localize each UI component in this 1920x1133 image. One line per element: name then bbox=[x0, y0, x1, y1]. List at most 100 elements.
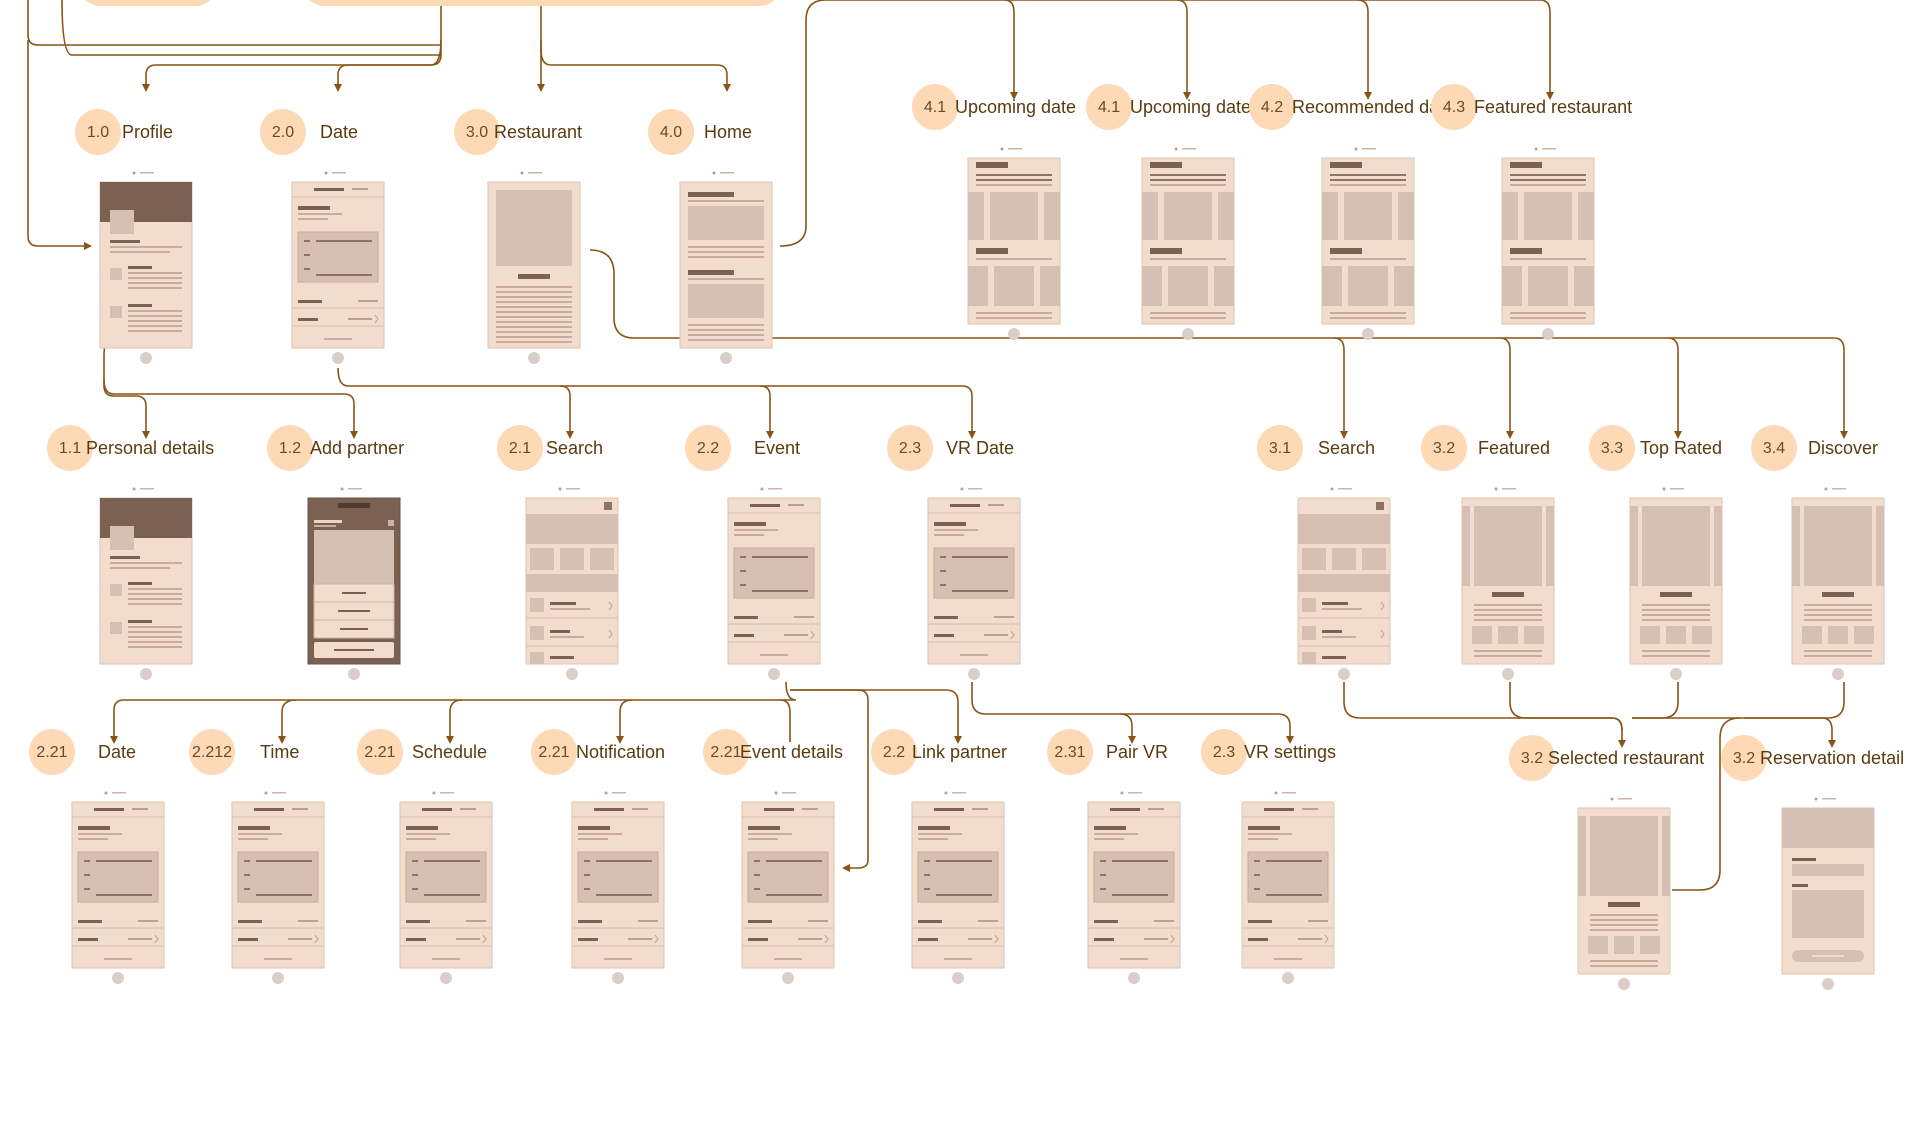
wireframe-screen[interactable] bbox=[927, 497, 1021, 665]
home-button-icon bbox=[1008, 328, 1020, 340]
screen-statusbar-line bbox=[1542, 148, 1556, 150]
node-number: 1.0 bbox=[87, 124, 109, 141]
screen-statusbar-line bbox=[720, 172, 734, 174]
screen-statusbar-line bbox=[1008, 148, 1022, 150]
screen-statusbar bbox=[104, 791, 108, 795]
screen-statusbar bbox=[1000, 147, 1004, 151]
wireframe-screen[interactable] bbox=[1577, 807, 1671, 975]
node-number: 2.31 bbox=[1054, 744, 1085, 761]
home-button-icon bbox=[566, 668, 578, 680]
wireframe-screen[interactable] bbox=[1791, 497, 1885, 665]
node-badge bbox=[29, 729, 75, 775]
node-label: VR Date bbox=[946, 438, 1014, 458]
wireframe-screen[interactable] bbox=[399, 801, 493, 969]
node-number: 2.3 bbox=[899, 440, 921, 457]
screen-statusbar-line bbox=[112, 792, 126, 794]
home-button-icon bbox=[968, 668, 980, 680]
wireframe-screen[interactable] bbox=[525, 497, 619, 665]
node-badge bbox=[454, 109, 500, 155]
wireframe-screen[interactable] bbox=[99, 497, 193, 665]
node-label: Date bbox=[320, 122, 358, 142]
wireframe-screen[interactable] bbox=[307, 497, 401, 665]
home-button-icon bbox=[440, 972, 452, 984]
screen-statusbar-line bbox=[1182, 148, 1196, 150]
wireframe-screen[interactable] bbox=[1629, 497, 1723, 665]
wireframe-screen[interactable] bbox=[1241, 801, 1335, 969]
flow-node-n2-0: 2.0 Date bbox=[260, 109, 385, 364]
node-number: 4.1 bbox=[1098, 99, 1120, 116]
screen-statusbar bbox=[774, 791, 778, 795]
node-number: 4.1 bbox=[924, 99, 946, 116]
wireframe-screen[interactable] bbox=[727, 497, 821, 665]
node-number: 2.2 bbox=[697, 440, 719, 457]
screen-statusbar-line bbox=[612, 792, 626, 794]
wireframe-screen[interactable] bbox=[679, 181, 773, 349]
wireframe-screen[interactable] bbox=[1141, 157, 1235, 325]
node-badge bbox=[1751, 425, 1797, 471]
wireframe-screen[interactable] bbox=[741, 801, 835, 969]
node-number: 2.3 bbox=[1213, 744, 1235, 761]
home-button-icon bbox=[140, 352, 152, 364]
connectors bbox=[27, 0, 1848, 891]
screen-statusbar bbox=[944, 791, 948, 795]
node-label: Pair VR bbox=[1106, 742, 1168, 762]
screen-statusbar-line bbox=[528, 172, 542, 174]
node-badge bbox=[189, 729, 235, 775]
wireframe-screen[interactable] bbox=[291, 181, 385, 349]
top-cropped-badges bbox=[85, 0, 775, 6]
node-label: Reservation detail bbox=[1760, 748, 1904, 768]
wireframe-screen[interactable] bbox=[911, 801, 1005, 969]
home-button-icon bbox=[1182, 328, 1194, 340]
node-label: Top Rated bbox=[1640, 438, 1722, 458]
node-label: Profile bbox=[122, 122, 173, 142]
wireframe-screen[interactable] bbox=[1297, 497, 1391, 665]
screen-statusbar-line bbox=[1338, 488, 1352, 490]
wireframe-screen[interactable] bbox=[1501, 157, 1595, 325]
wireframe-screen[interactable] bbox=[231, 801, 325, 969]
wireframe-screen[interactable] bbox=[1461, 497, 1555, 665]
wireframe-screen[interactable] bbox=[571, 801, 665, 969]
wireframe-screen[interactable] bbox=[487, 181, 581, 349]
screen-statusbar bbox=[712, 171, 716, 175]
wireframe-screen[interactable] bbox=[99, 181, 193, 349]
wireframe-screen[interactable] bbox=[1321, 157, 1415, 325]
home-button-icon bbox=[1542, 328, 1554, 340]
node-badge bbox=[703, 729, 749, 775]
wireframe-screen[interactable] bbox=[967, 157, 1061, 325]
screen-statusbar-line bbox=[1822, 798, 1836, 800]
node-badge bbox=[357, 729, 403, 775]
node-number: 2.0 bbox=[272, 124, 294, 141]
node-badge bbox=[1257, 425, 1303, 471]
home-button-icon bbox=[1832, 668, 1844, 680]
wireframe-screen[interactable] bbox=[71, 801, 165, 969]
node-badge bbox=[887, 425, 933, 471]
node-badge bbox=[1201, 729, 1247, 775]
node-label: Discover bbox=[1808, 438, 1878, 458]
screen-statusbar bbox=[132, 171, 136, 175]
node-number: 2.21 bbox=[36, 744, 67, 761]
node-badge bbox=[1047, 729, 1093, 775]
screen-statusbar bbox=[1174, 147, 1178, 151]
wireframe-screen[interactable] bbox=[1087, 801, 1181, 969]
screen-statusbar bbox=[132, 487, 136, 491]
screen-statusbar-line bbox=[968, 488, 982, 490]
wireframe-screen[interactable] bbox=[1781, 807, 1875, 975]
screen-statusbar-line bbox=[1670, 488, 1684, 490]
screen-statusbar bbox=[432, 791, 436, 795]
node-label: Event details bbox=[740, 742, 843, 762]
